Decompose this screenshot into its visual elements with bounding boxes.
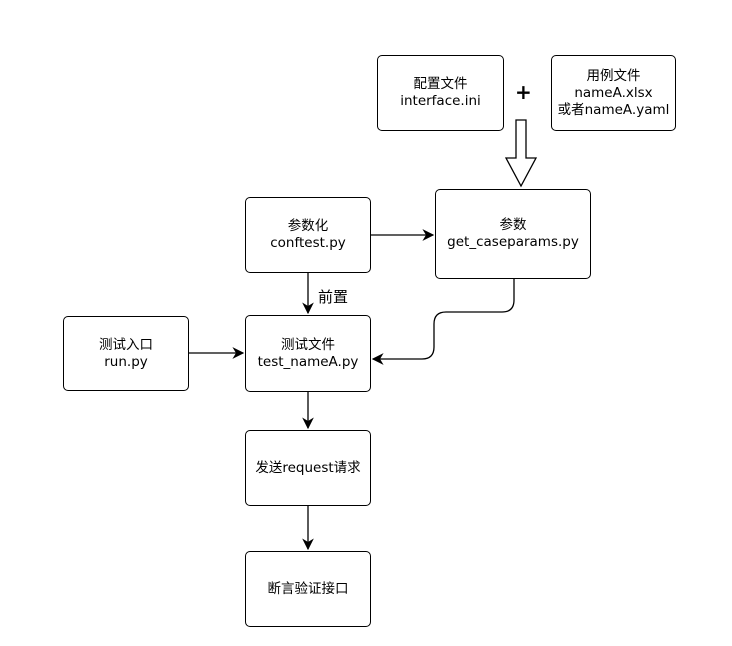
- node-config-file-name: interface.ini: [400, 93, 481, 109]
- node-conftest: 参数化 conftest.py: [245, 197, 371, 273]
- node-conftest-title: 参数化: [287, 218, 329, 234]
- node-send-request: 发送request请求: [245, 430, 371, 506]
- node-entry-file-name: run.py: [104, 353, 148, 370]
- node-case-xlsx: nameA.xlsx: [574, 84, 653, 101]
- node-testfile-title: 测试文件: [281, 336, 335, 353]
- node-params-file-name: get_caseparams.py: [447, 234, 579, 250]
- node-params: 参数 get_caseparams.py: [435, 189, 591, 279]
- node-request-text: 发送request请求: [255, 459, 361, 476]
- edge-params-testfile: [371, 278, 515, 365]
- node-testfile-file-name: test_nameA.py: [257, 353, 359, 370]
- node-test-file: 测试文件 test_nameA.py: [245, 315, 371, 392]
- node-assert: 断言验证接口: [245, 551, 371, 627]
- edge-label-pre: 前置: [318, 288, 349, 306]
- node-case-yaml: 或者nameA.yaml: [557, 101, 670, 118]
- node-config-file: 配置文件 interface.ini: [377, 55, 504, 131]
- node-test-entry: 测试入口 run.py: [63, 316, 189, 391]
- node-conftest-file-name: conftest.py: [270, 235, 346, 251]
- node-case-file: 用例文件 nameA.xlsx 或者nameA.yaml: [551, 55, 676, 131]
- hollow-down-arrow: [504, 119, 538, 188]
- plus-sign: +: [515, 80, 532, 104]
- node-config-title: 配置文件: [413, 76, 468, 92]
- node-entry-title: 测试入口: [99, 336, 153, 353]
- node-case-title: 用例文件: [586, 67, 641, 84]
- node-params-title: 参数: [499, 217, 527, 233]
- node-assert-text: 断言验证接口: [267, 580, 349, 597]
